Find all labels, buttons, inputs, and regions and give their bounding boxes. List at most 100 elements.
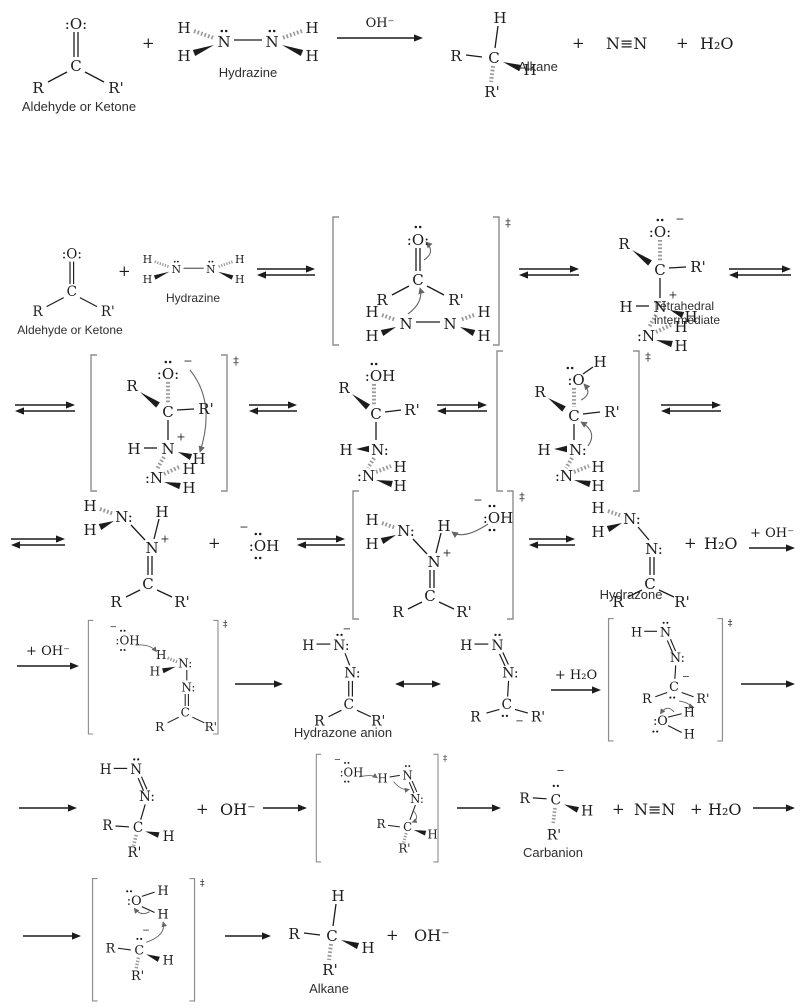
atom-label: H xyxy=(591,458,604,476)
water-formula: H₂O xyxy=(700,34,734,53)
atom-label: N: xyxy=(623,510,641,528)
bond-single xyxy=(389,774,400,778)
atom-label: H xyxy=(591,499,604,517)
lone-pair-dot xyxy=(120,649,123,651)
nitrogen-formula: N≡N xyxy=(634,800,676,819)
lone-pair-dot xyxy=(120,629,123,632)
atom-label: H xyxy=(158,908,169,923)
bond-hashed xyxy=(607,509,623,518)
bond-wedge xyxy=(460,327,476,336)
bracket-right xyxy=(633,350,640,492)
atom-label: C xyxy=(70,57,81,75)
arrowhead xyxy=(11,541,20,549)
atom-label: :N xyxy=(145,469,163,487)
atom-label: H xyxy=(143,253,152,266)
atom-label: N: xyxy=(410,792,424,806)
arrowhead xyxy=(414,34,423,42)
double-dagger-symbol: ‡ xyxy=(443,754,448,764)
atom-label: R' xyxy=(690,258,705,276)
atom-label: R' xyxy=(108,79,123,97)
hydroxide-formula: OH⁻ xyxy=(414,926,450,945)
electron-pushing-arrow xyxy=(411,811,418,823)
arrow-label: + OH⁻ xyxy=(26,644,70,659)
bond-hashed xyxy=(327,943,333,961)
bond-hashed xyxy=(381,313,397,322)
bond-hashed xyxy=(381,521,397,530)
atom-label: R' xyxy=(101,304,115,320)
atom-label: C xyxy=(654,261,665,279)
lone-pair-dot xyxy=(656,730,659,733)
bond-wedge xyxy=(164,482,181,490)
lone-pair-dot xyxy=(669,696,672,699)
bond-single xyxy=(412,538,428,555)
bond-wedge xyxy=(413,830,427,836)
bond-single xyxy=(303,932,321,936)
atom-label: R' xyxy=(604,403,619,421)
bond-hashed xyxy=(163,465,180,476)
arrow-label: + OH⁻ xyxy=(750,526,794,541)
arrowhead xyxy=(257,271,266,279)
lone-pair-dot xyxy=(340,633,343,637)
atom-label: N xyxy=(265,33,278,51)
bond-wedge xyxy=(341,940,360,950)
electron-pushing-arrow xyxy=(580,421,593,447)
lone-pair-dot xyxy=(258,532,262,536)
lone-pair-dot xyxy=(137,758,140,761)
bracket-left xyxy=(352,490,359,620)
arrowhead xyxy=(262,932,271,940)
atom-label: − xyxy=(110,623,117,633)
bond-single xyxy=(388,824,400,828)
atom-label: C xyxy=(669,680,679,695)
reaction-arrow-plus-oh: + OH⁻ xyxy=(748,526,796,554)
water-formula: H₂O xyxy=(708,800,742,819)
atom-label: H xyxy=(684,728,695,743)
bond-wedge xyxy=(606,523,622,532)
atom-label: N: xyxy=(371,441,389,459)
atom-label: C xyxy=(133,820,143,836)
bond-single xyxy=(655,691,668,698)
bond-single xyxy=(409,804,416,821)
atom-label: N: xyxy=(115,508,133,526)
caption-tetrahedral-intermediate: Tetrahedral intermediate xyxy=(654,299,721,327)
atom-label: N: xyxy=(397,522,415,540)
bond-hashed xyxy=(154,260,170,269)
reaction-arrow-plus-h2o: + H₂O xyxy=(550,668,602,696)
bond-wedge xyxy=(153,271,170,280)
double-dagger-symbol: ‡ xyxy=(200,878,205,889)
atom-label: R' xyxy=(322,961,337,979)
equilibrium-arrow xyxy=(14,400,76,416)
electron-pushing-arrow xyxy=(407,287,425,315)
lone-pair-dot xyxy=(488,504,492,508)
atom-label: R' xyxy=(198,400,213,418)
atom-label: H xyxy=(365,303,378,321)
bracket-left xyxy=(607,617,614,742)
atom-label: + xyxy=(668,289,677,302)
atom-label: H xyxy=(537,441,550,459)
hydroxide-structure: −:OH xyxy=(230,518,292,568)
atom-label: H xyxy=(493,9,506,27)
lone-pair-dot xyxy=(660,218,664,222)
bond-single xyxy=(115,825,130,828)
arrowhead xyxy=(729,271,738,279)
atom-label: R' xyxy=(205,720,217,734)
bond-single xyxy=(674,665,677,679)
atom-label: R' xyxy=(674,593,689,611)
bond-single xyxy=(332,903,337,927)
bracket-right xyxy=(507,490,514,620)
atom-label: :OH xyxy=(340,765,364,779)
atom-label: + xyxy=(160,533,169,546)
atom-label: H xyxy=(83,521,96,539)
bond-wedge xyxy=(554,445,567,453)
lone-pair-dot xyxy=(494,633,497,637)
atom-label: H xyxy=(523,61,536,79)
atom-label: R xyxy=(376,291,388,309)
atom-label: R xyxy=(106,942,116,957)
bond-hashed xyxy=(573,464,590,474)
atom-label: R' xyxy=(404,401,419,419)
electron-pushing-arrow xyxy=(133,907,150,915)
